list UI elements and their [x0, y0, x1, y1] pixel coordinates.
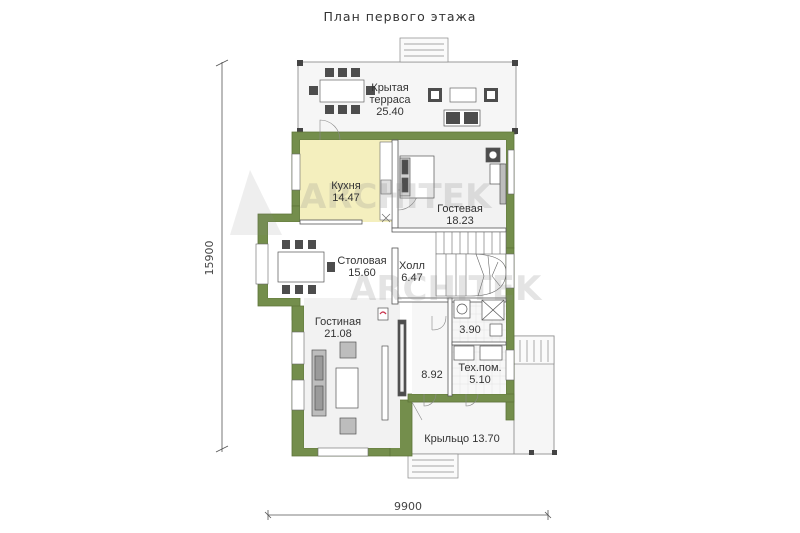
dining-table — [277, 240, 335, 294]
plan-title: План первого этажа — [324, 9, 477, 24]
dining-name: Столовая — [337, 255, 386, 267]
terrace-name-2: терраса — [369, 94, 411, 106]
bath-area: 3.90 — [459, 324, 480, 336]
terrace-stairs — [399, 37, 449, 63]
windows — [255, 149, 515, 457]
dimension-lines — [215, 59, 552, 520]
terrace-area: 25.40 — [376, 106, 404, 118]
hall-staircase — [435, 231, 507, 297]
terrace-name-1: Крытая — [371, 82, 408, 94]
watermark: ARCHITEK ARCHITEK — [230, 170, 543, 309]
porch-front-stairs — [407, 453, 459, 479]
dining-area: 15.60 — [348, 267, 376, 279]
terrace-furniture — [309, 68, 498, 127]
porch-label: Крыльцо 13.70 — [424, 433, 499, 445]
bath-fixtures — [453, 299, 505, 361]
dimension-height: 15900 — [203, 241, 216, 276]
corridor-floor — [412, 298, 452, 394]
guest-area: 18.23 — [446, 215, 474, 227]
hall-area: 6.47 — [401, 272, 422, 284]
terrace-posts — [297, 60, 557, 455]
hall-name: Холл — [399, 260, 425, 272]
kitchen-name: Кухня — [331, 180, 360, 192]
dimension-width: 9900 — [394, 500, 422, 513]
guest-name: Гостевая — [437, 203, 483, 215]
room-labels: Крытая терраса 25.40 Кухня 14.47 Гостева… — [315, 82, 502, 445]
living-area: 21.08 — [324, 328, 352, 340]
guest-furniture — [399, 147, 507, 205]
living-name: Гостиная — [315, 316, 361, 328]
svg-text:ARCHITEK: ARCHITEK — [350, 269, 543, 309]
hall-floor — [396, 228, 436, 298]
tech-name: Тех.пом. — [458, 362, 501, 374]
svg-text:ARCHITEK: ARCHITEK — [300, 177, 493, 217]
living-furniture — [311, 307, 407, 435]
corridor-area: 8.92 — [421, 369, 442, 381]
tech-area: 5.10 — [469, 374, 490, 386]
porch-side-stairs — [513, 335, 555, 365]
kitchen-floor — [300, 140, 392, 222]
kitchen-area: 14.47 — [332, 192, 360, 204]
kitchen-furniture — [379, 141, 393, 223]
